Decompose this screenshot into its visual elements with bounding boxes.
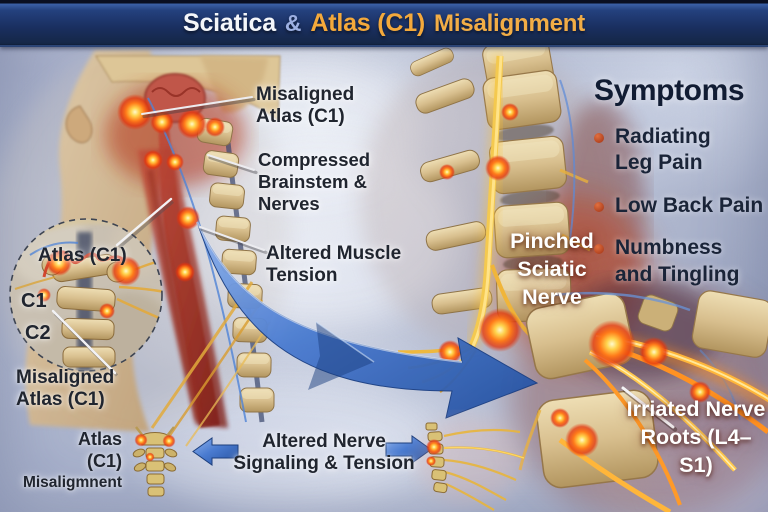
pointer-pins	[51, 197, 175, 377]
symptom-label: Numbness and Tingling	[615, 236, 740, 286]
symptoms-panel: Symptoms Radiating Leg Pain Low Back Pai…	[594, 74, 765, 304]
callout-misaligned-atlas: Misaligned Atlas (C1)	[256, 84, 355, 128]
symptoms-list: Radiating Leg Pain Low Back Pain Numbnes…	[594, 124, 765, 288]
title-ampersand: &	[284, 10, 302, 36]
symptoms-heading: Symptoms	[594, 74, 745, 107]
inflammation-glows-roots	[550, 320, 711, 457]
inset-label-c1: C1	[21, 290, 47, 312]
inflammation-glows-neck	[117, 94, 225, 282]
spine-side-nerves-icon	[418, 418, 525, 511]
inset-label-atlas-c1: Atlas (C1)	[38, 245, 127, 266]
bullet-dot-icon	[594, 244, 604, 255]
title-word-sciatica: Sciatica	[183, 9, 276, 37]
bottom-left-caption-line1: Atlas	[77, 429, 122, 449]
symptom-item: Numbness and Tingling	[594, 235, 765, 288]
title-banner: Sciatica & Atlas (C1) Misalignment	[0, 0, 768, 47]
bottom-left-caption: Atlas (C1) Misaligmnent	[16, 428, 122, 493]
irritated-nerve-roots-label: Irriated Nerve Roots (L4–S1)	[626, 397, 766, 477]
bullet-dot-icon	[594, 201, 604, 212]
inflammation-glows-lumbar	[438, 103, 522, 364]
callout-altered-muscle-tension: Altered Muscle Tension	[266, 243, 402, 287]
altered-nerve-signaling-label: Altered Nerve Signaling & Tension	[233, 431, 415, 475]
blue-arrow-left-icon	[192, 437, 239, 466]
symptom-label: Low Back Pain	[615, 193, 764, 217]
bottom-left-caption-line3: Misaligmnent	[22, 474, 122, 491]
symptom-label: Radiating Leg Pain	[615, 125, 711, 175]
inset-circle-border	[9, 218, 163, 372]
nerve-roots-closeup	[510, 280, 768, 512]
pinched-sciatic-nerve-label: Pinched Sciatic Nerve	[510, 229, 594, 309]
inset-caption-misaligned-atlas: Misaligned Atlas (C1)	[16, 367, 115, 411]
bottom-left-caption-line2: (C1)	[87, 451, 122, 471]
symptom-item: Low Back Pain	[594, 193, 765, 219]
bullet-dot-icon	[594, 133, 604, 143]
spine-front-view-icon	[132, 426, 178, 497]
inset-label-c2: C2	[25, 322, 51, 344]
callout-compressed-brainstem: Compressed Brainstem & Nerves	[258, 149, 371, 214]
title-word-misalignment: Misalignment	[434, 9, 585, 37]
leader-lines	[141, 96, 678, 432]
flow-arrow-icon	[196, 221, 539, 419]
symptom-item: Radiating Leg Pain	[594, 124, 765, 177]
title-word-atlas: Atlas (C1)	[310, 9, 426, 37]
